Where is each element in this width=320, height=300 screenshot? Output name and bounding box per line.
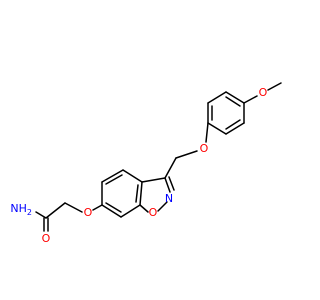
bond-ring-top-2 [225, 122, 245, 135]
bond-n-o [157, 201, 168, 212]
bond-c7-c7a [120, 204, 141, 218]
bond-layer [35, 82, 282, 232]
atom-nh2-amide: NH2 [10, 202, 32, 217]
bond-ring-ether-o [205, 122, 209, 143]
bond-c3-c3a [141, 177, 166, 183]
bond-c3-n-inner [168, 176, 175, 191]
atom-nh-subscript: 2 [27, 208, 32, 217]
atom-n-isoxazole: N [165, 192, 173, 205]
atom-o-aryl-ether: O [84, 206, 93, 219]
bond-ome-ring [243, 95, 258, 104]
bond-ch2-carbonyl-c [45, 202, 66, 219]
bond-carbonyl-c-n [35, 211, 47, 219]
bond-ring-top-2-inner [225, 119, 241, 130]
bond-c7a-c3a-inner [135, 184, 139, 203]
bond-aryl-o-ch2 [64, 202, 83, 213]
atom-o-methoxy: O [259, 86, 268, 99]
bond-c6-aryl-o [92, 204, 103, 211]
bond-methyl-ome [267, 82, 282, 91]
bond-ring-top-3 [207, 122, 227, 135]
atom-o-carbonyl: O [42, 232, 51, 245]
atom-label-layer: O O N O O O NH2 [10, 86, 267, 245]
bond-o-c7a [139, 204, 149, 213]
atom-nh-text: NH [10, 202, 27, 215]
bond-c3a-c4 [122, 169, 143, 183]
bond-ring-top-6 [225, 91, 245, 104]
bond-c6-c7-inner [105, 202, 122, 213]
bond-c4-c5 [101, 169, 124, 183]
bond-c3a-c7a [139, 181, 143, 206]
atom-o-isoxazole: O [149, 206, 158, 219]
bond-c3-n [164, 177, 171, 193]
bond-c6-c7 [101, 204, 122, 218]
bond-ring-top-5 [207, 91, 227, 104]
bond-c4-c5-inner [105, 174, 123, 185]
bond-ether-o-ch2 [175, 150, 198, 159]
atom-o-ether: O [200, 142, 209, 155]
bond-ring-top-6-inner [225, 96, 241, 107]
molecule-structure-diagram: O O N O O O NH2 [10, 82, 282, 245]
bond-ch2-c3 [164, 157, 177, 179]
